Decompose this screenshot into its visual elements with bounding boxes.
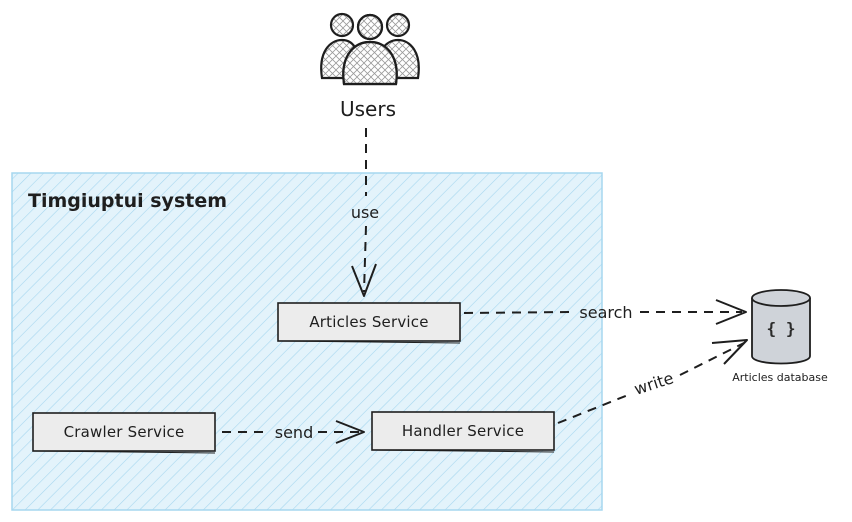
users-icon [320,12,420,86]
edge-search-label: search [579,303,632,322]
edge-search [463,299,747,325]
edge-write [557,339,748,424]
database-icon[interactable]: { } [751,289,811,365]
handler-service-label: Handler Service [402,422,524,440]
system-title: Timgiuptui system [28,190,227,212]
database-glyph: { } [767,319,796,338]
crawler-service-box[interactable]: Crawler Service [32,412,216,454]
articles-service-box[interactable]: Articles Service [277,302,461,344]
edge-send [222,420,365,444]
crawler-service-label: Crawler Service [64,423,185,441]
edge-use [351,128,377,297]
edge-write-label: write [632,368,676,399]
database-label: Articles database [732,371,828,384]
edge-use-label: use [351,203,379,222]
users-label: Users [340,97,396,121]
articles-service-label: Articles Service [309,313,428,331]
handler-service-box[interactable]: Handler Service [371,411,555,453]
edge-send-label: send [275,423,313,442]
